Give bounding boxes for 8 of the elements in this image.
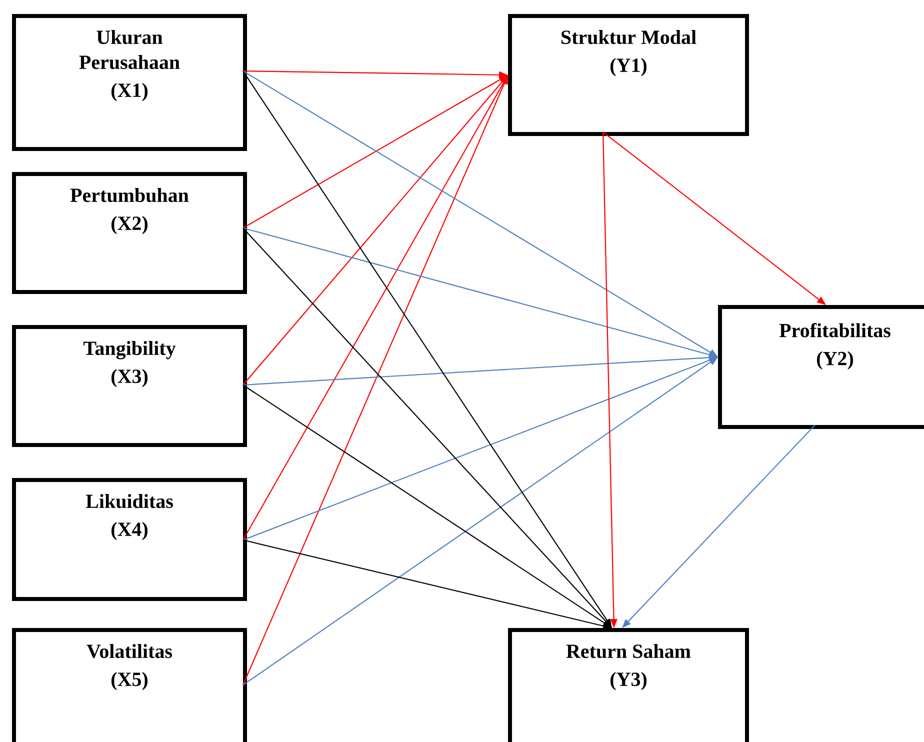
variable-box: Return Saham (Y3) — [508, 628, 749, 742]
variable-box: Pertumbuhan (X2) — [12, 172, 247, 294]
variable-box: Tangibility (X3) — [12, 325, 247, 447]
variable-box: Likuiditas (X4) — [12, 478, 247, 601]
variable-box: Ukuran Perusahaan (X1) — [12, 14, 247, 151]
variable-box: Profitabilitas (Y2) — [718, 305, 924, 429]
variable-box: Struktur Modal (Y1) — [508, 14, 749, 136]
variable-box: Volatilitas (X5) — [12, 628, 247, 742]
